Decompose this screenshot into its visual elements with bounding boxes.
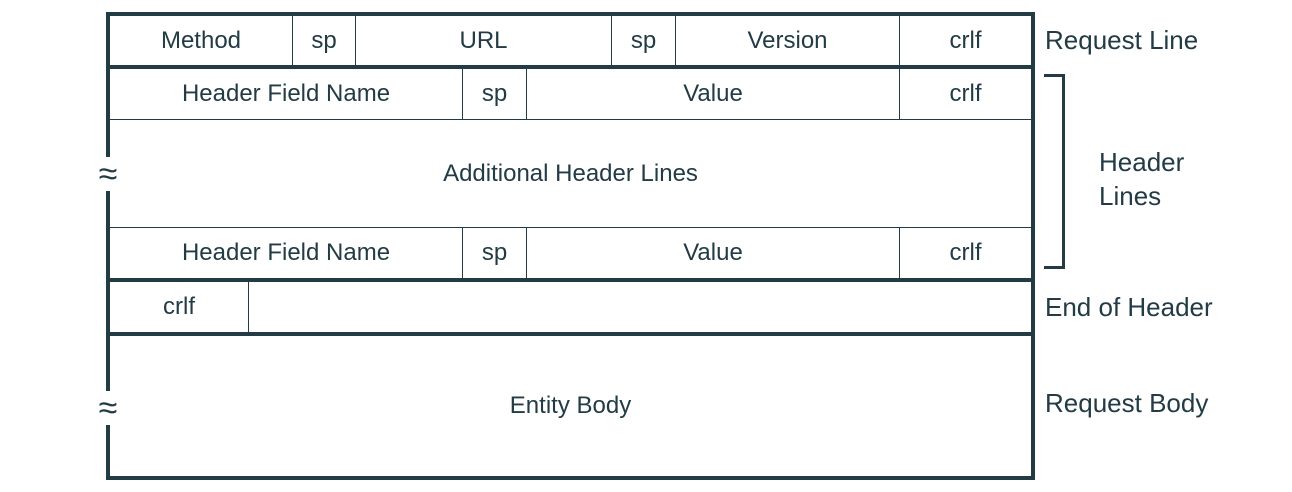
label-request-body: Request Body bbox=[1045, 387, 1209, 418]
header-lines-bracket bbox=[1044, 74, 1065, 269]
separator-before-header-line-2 bbox=[108, 227, 1033, 228]
divider-h1-name-sp bbox=[462, 67, 463, 120]
label-header-lines-line-1: Header bbox=[1099, 146, 1185, 177]
top-border bbox=[106, 12, 1035, 16]
label-request-line: Request Line bbox=[1045, 24, 1199, 55]
divider-eoh-crlf bbox=[248, 280, 249, 334]
entity-body-cell: Entity Body bbox=[509, 392, 632, 419]
outer-left-border bbox=[106, 12, 110, 480]
separator-after-header-lines bbox=[106, 278, 1035, 282]
separator-after-request-line bbox=[106, 65, 1035, 69]
separator-after-end-of-header bbox=[106, 332, 1035, 336]
break-mark-entity-body: ≈ bbox=[88, 391, 128, 425]
header-sp-cell-1: sp bbox=[481, 80, 508, 107]
request-url-cell: URL bbox=[459, 26, 508, 54]
header-crlf-cell-2: crlf bbox=[949, 239, 982, 266]
divider-sp-url bbox=[355, 14, 356, 67]
request-version-cell: Version bbox=[747, 26, 828, 54]
divider-h2-sp-value bbox=[526, 227, 527, 280]
separator-after-header-line-1 bbox=[108, 119, 1033, 120]
divider-version-crlf bbox=[899, 14, 900, 67]
header-sp-cell-2: sp bbox=[481, 239, 508, 266]
additional-header-lines-cell: Additional Header Lines bbox=[443, 159, 698, 187]
end-of-header-crlf-cell: crlf bbox=[163, 293, 195, 320]
header-value-cell-1: Value bbox=[683, 80, 743, 107]
header-value-cell-2: Value bbox=[683, 239, 743, 266]
request-crlf-cell: crlf bbox=[949, 26, 982, 54]
divider-h2-name-sp bbox=[462, 227, 463, 280]
divider-h1-value-crlf bbox=[899, 67, 900, 120]
header-field-name-cell-1: Header Field Name bbox=[181, 80, 391, 107]
bottom-border bbox=[106, 476, 1035, 480]
outer-right-border bbox=[1031, 12, 1035, 480]
request-method-cell: Method bbox=[160, 26, 242, 54]
divider-url-sp bbox=[611, 14, 612, 67]
divider-sp-version bbox=[675, 14, 676, 67]
divider-h1-sp-value bbox=[526, 67, 527, 120]
header-field-name-cell-2: Header Field Name bbox=[181, 239, 391, 266]
request-sp-cell-2: sp bbox=[630, 26, 657, 54]
divider-method-sp bbox=[292, 14, 293, 67]
divider-h2-value-crlf bbox=[899, 227, 900, 280]
break-mark-header-lines: ≈ bbox=[88, 157, 128, 191]
request-sp-cell-1: sp bbox=[311, 26, 337, 54]
header-crlf-cell-1: crlf bbox=[949, 80, 982, 107]
label-end-of-header: End of Header bbox=[1045, 291, 1213, 322]
label-header-lines-line-2: Lines bbox=[1099, 180, 1162, 211]
